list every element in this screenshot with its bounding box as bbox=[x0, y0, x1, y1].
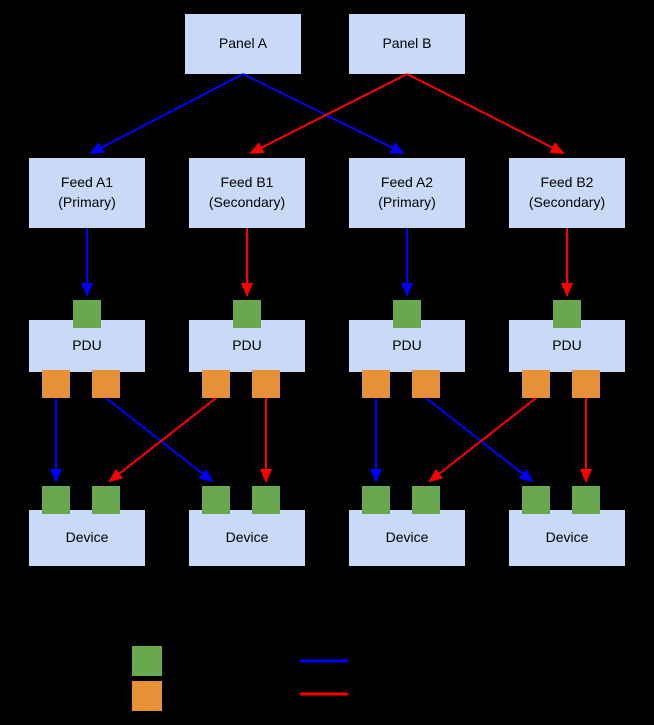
feed-b1-sublabel: (Secondary) bbox=[208, 194, 286, 210]
feed-b2-node: Feed B2 (Secondary) bbox=[509, 158, 625, 228]
legend-output-port-swatch-icon bbox=[132, 681, 162, 711]
pdu-3-output-port-left-icon bbox=[362, 370, 390, 398]
feed-b1-label: Feed B1 bbox=[220, 174, 274, 191]
feed-a2-label: Feed A2 bbox=[380, 174, 434, 191]
panel-a-node: Panel A bbox=[185, 14, 301, 74]
pdu-1-output-port-left-icon bbox=[42, 370, 70, 398]
panel-a-label: Panel A bbox=[218, 35, 268, 52]
pdu-2-label: PDU bbox=[232, 337, 262, 354]
device-1-input-port-left-icon bbox=[42, 486, 70, 514]
arrow-pdu-3-device-4 bbox=[425, 397, 534, 483]
device-1-input-port-right-icon bbox=[92, 486, 120, 514]
device-3-label: Device bbox=[385, 529, 429, 546]
arrow-panel-a-feed-a1 bbox=[89, 73, 244, 154]
pdu-4-node: PDU bbox=[509, 320, 625, 372]
feed-b1-node: Feed B1 (Secondary) bbox=[189, 158, 305, 228]
pdu-2-output-port-right-icon bbox=[252, 370, 280, 398]
pdu-3-output-port-right-icon bbox=[412, 370, 440, 398]
device-2-node: Device bbox=[189, 510, 305, 566]
pdu-4-output-port-right-icon bbox=[572, 370, 600, 398]
feed-a2-sublabel: (Primary) bbox=[378, 194, 436, 210]
arrow-pdu-1-device-2 bbox=[105, 397, 214, 483]
device-2-input-port-right-icon bbox=[252, 486, 280, 514]
pdu-1-output-port-right-icon bbox=[92, 370, 120, 398]
arrow-panel-b-feed-b1 bbox=[249, 73, 408, 154]
pdu-4-input-port-icon bbox=[553, 300, 581, 328]
pdu-2-node: PDU bbox=[189, 320, 305, 372]
arrow-pdu-4-device-3 bbox=[428, 397, 537, 483]
device-3-input-port-right-icon bbox=[412, 486, 440, 514]
panel-b-node: Panel B bbox=[349, 14, 465, 74]
device-4-label: Device bbox=[545, 529, 589, 546]
arrow-panel-a-feed-a2 bbox=[242, 73, 405, 154]
device-1-node: Device bbox=[29, 510, 145, 566]
pdu-1-input-port-icon bbox=[73, 300, 101, 328]
pdu-3-input-port-icon bbox=[393, 300, 421, 328]
panel-b-label: Panel B bbox=[382, 35, 432, 52]
arrow-panel-b-feed-b2 bbox=[406, 73, 565, 154]
feed-a1-node: Feed A1 (Primary) bbox=[29, 158, 145, 228]
device-1-label: Device bbox=[65, 529, 109, 546]
legend-input-port-swatch-icon bbox=[132, 646, 162, 676]
pdu-3-label: PDU bbox=[392, 337, 422, 354]
device-4-node: Device bbox=[509, 510, 625, 566]
device-3-input-port-left-icon bbox=[362, 486, 390, 514]
device-4-input-port-right-icon bbox=[572, 486, 600, 514]
device-4-input-port-left-icon bbox=[522, 486, 550, 514]
feed-b2-sublabel: (Secondary) bbox=[528, 194, 606, 210]
device-3-node: Device bbox=[349, 510, 465, 566]
pdu-3-node: PDU bbox=[349, 320, 465, 372]
pdu-1-node: PDU bbox=[29, 320, 145, 372]
feed-b2-label: Feed B2 bbox=[540, 174, 594, 191]
arrow-pdu-2-device-1 bbox=[108, 397, 217, 483]
pdu-2-input-port-icon bbox=[233, 300, 261, 328]
device-2-label: Device bbox=[225, 529, 269, 546]
pdu-1-label: PDU bbox=[72, 337, 102, 354]
feed-a1-label: Feed A1 bbox=[60, 174, 114, 191]
pdu-4-output-port-left-icon bbox=[522, 370, 550, 398]
pdu-2-output-port-left-icon bbox=[202, 370, 230, 398]
pdu-4-label: PDU bbox=[552, 337, 582, 354]
feed-a1-sublabel: (Primary) bbox=[58, 194, 116, 210]
device-2-input-port-left-icon bbox=[202, 486, 230, 514]
feed-a2-node: Feed A2 (Primary) bbox=[349, 158, 465, 228]
